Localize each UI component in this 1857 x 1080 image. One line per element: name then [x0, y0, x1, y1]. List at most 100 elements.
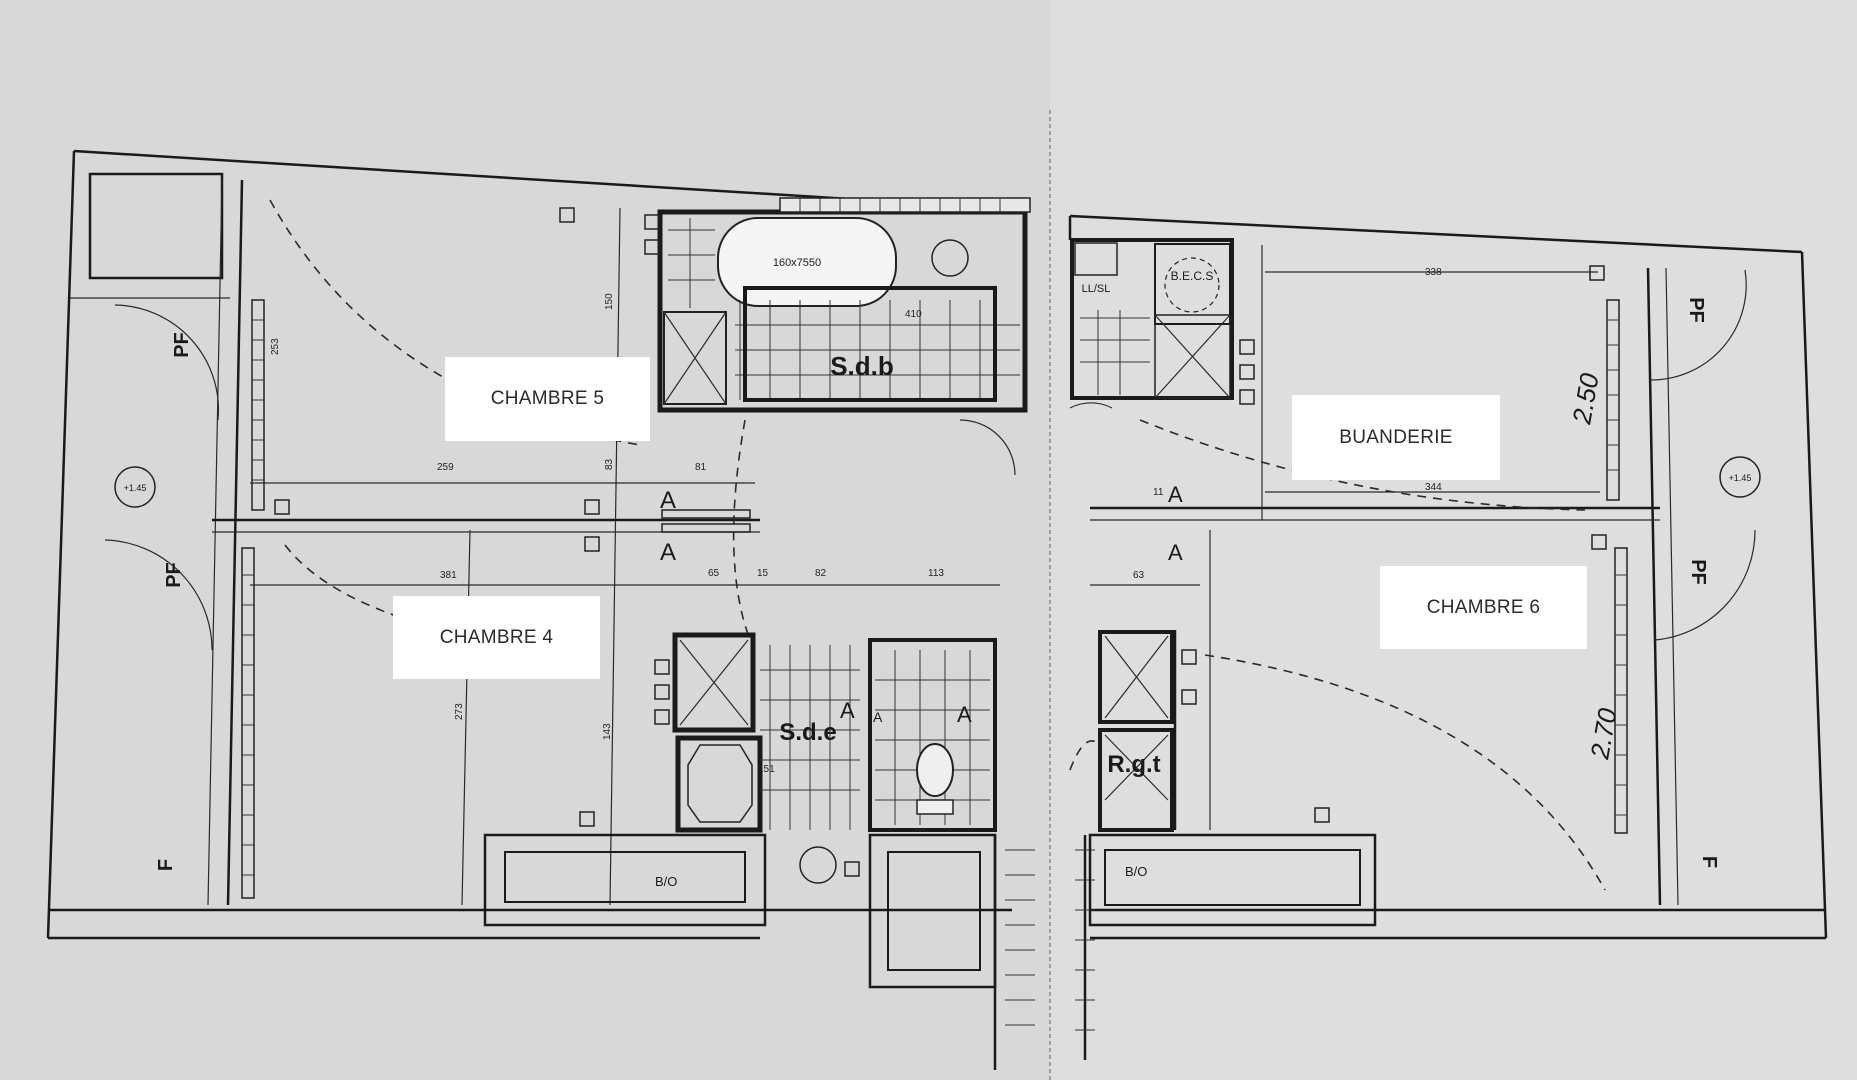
- door-arc-pf-right-top: [1649, 269, 1747, 381]
- marker-a-3: A: [840, 698, 855, 723]
- door-arc-sdb: [959, 419, 1016, 476]
- shower-sde: [672, 632, 756, 733]
- door-threshold-1: [661, 509, 751, 519]
- shower-tray-sde: [675, 735, 763, 833]
- shower-sde-cross: [679, 639, 749, 726]
- label-pf-right-top: PF: [1685, 297, 1707, 323]
- label-pf-bottom: PF: [163, 562, 185, 588]
- wall-top-right: [1069, 214, 1803, 254]
- door-threshold-2: [661, 523, 751, 533]
- room-label-chambre5: CHAMBRE 5: [445, 357, 650, 441]
- cupboard-right: [1088, 833, 1377, 927]
- tiles-wc: [875, 650, 990, 825]
- facade-wall-left-inner: [207, 179, 223, 906]
- level-marker-right: [1719, 456, 1761, 498]
- dim-338: 338: [1425, 267, 1442, 278]
- marker-a-4: A: [957, 702, 972, 727]
- shower-drain: [687, 744, 753, 823]
- label-bo-right: B/O: [1125, 864, 1147, 879]
- bathtub: [717, 217, 897, 307]
- door-arc-laundry: [1069, 402, 1113, 409]
- dim-410: 410: [905, 309, 922, 320]
- window-right-top: [1606, 299, 1620, 501]
- toilet: [916, 743, 954, 797]
- label-f-right: F: [1698, 856, 1720, 868]
- label-becs: B.E.C.S: [1171, 269, 1214, 283]
- paper-right-page: [1050, 0, 1857, 1080]
- dim-381: 381: [440, 570, 457, 581]
- sockets-left: [274, 207, 860, 877]
- dim-113: 113: [928, 568, 944, 579]
- wc-room: [868, 638, 997, 832]
- facade-wall-right-inner: [1665, 267, 1679, 906]
- shower-sdb: [663, 311, 727, 405]
- cupboard-right-inner: [1104, 849, 1361, 906]
- label-pf-right-bottom: PF: [1687, 559, 1709, 585]
- label-f-left: F: [155, 859, 177, 871]
- dim-344: 344: [1425, 482, 1442, 493]
- marker-a-1: A: [660, 487, 676, 514]
- washbasin-sdb: [931, 239, 969, 277]
- cupboard-left: [483, 833, 767, 927]
- swing-rgt: [1069, 740, 1101, 771]
- water-heater-circle: [1164, 257, 1220, 313]
- door-arc-pf-right-bottom: [1654, 529, 1756, 641]
- toilet-tank: [916, 799, 954, 815]
- label-bo-left: B/O: [655, 874, 677, 889]
- room-label-chambre6: CHAMBRE 6: [1380, 566, 1587, 649]
- wall-left-outer: [46, 150, 76, 939]
- stair-marks-right: [1075, 849, 1095, 1031]
- corner-shaft: [88, 172, 224, 280]
- left-wing: +1.45 PF PF F 259 381 150 253 83 273 143…: [46, 149, 1035, 1070]
- label-rgt: R.g.t: [1107, 751, 1160, 778]
- bathtub-size: 160x7550: [773, 257, 821, 269]
- storage-rgt-top: [1098, 630, 1174, 724]
- laundry-block: [1070, 238, 1234, 400]
- dim-line-273: [461, 529, 471, 906]
- tiles-laundry: [1080, 310, 1150, 395]
- appliance-lllsl: [1074, 242, 1118, 276]
- label-lllsl: LL/SL: [1082, 283, 1111, 295]
- facade-wall-left: [226, 179, 244, 906]
- level-right: +1.45: [1729, 473, 1752, 483]
- door-arc-pf-bottom: [104, 539, 213, 651]
- dim-259: 259: [437, 462, 454, 473]
- window-left-bottom-bars: [242, 574, 254, 876]
- dim-150: 150: [604, 293, 615, 310]
- dim-143: 143: [602, 723, 613, 740]
- tiles-sde: [760, 645, 860, 830]
- shower-laundry: [1154, 314, 1231, 399]
- window-left-top-bars: [252, 319, 264, 481]
- window-right-bottom: [1614, 547, 1628, 834]
- dim-253: 253: [270, 338, 281, 355]
- dim-83: 83: [604, 458, 615, 470]
- dim-line-vertical-left: [609, 207, 621, 906]
- label-pf-top: PF: [171, 332, 193, 358]
- swing-buanderie: [1139, 419, 1586, 511]
- sdb-floor-zone: [743, 286, 997, 402]
- dim-151: 151: [758, 764, 775, 775]
- sdb-window: [779, 197, 1031, 213]
- marker-a-5: A: [873, 709, 883, 725]
- swing-hall: [732, 419, 751, 641]
- storage-rgt-cross: [1104, 734, 1169, 801]
- room-label-chambre4: CHAMBRE 4: [393, 596, 600, 679]
- storage-rgt: [1098, 728, 1174, 832]
- water-heater-becs: [1154, 243, 1231, 325]
- window-right-bottom-bars: [1615, 574, 1627, 816]
- shower-sdb-cross: [663, 311, 727, 405]
- sockets-right: [1181, 265, 1607, 823]
- door-arc-pf-top: [114, 304, 220, 421]
- marker-a-7: A: [1168, 540, 1183, 565]
- label-sde: S.d.e: [779, 719, 836, 746]
- dim-82: 82: [815, 568, 827, 579]
- storage-rgt-top-cross: [1104, 635, 1169, 719]
- shower-laundry-cross: [1154, 314, 1231, 399]
- window-left-bottom: [241, 547, 255, 899]
- facade-wall-right: [1646, 267, 1662, 906]
- window-left-top: [251, 299, 265, 511]
- swing-chambre6: [1204, 654, 1606, 891]
- wall-right-outer: [1800, 251, 1828, 939]
